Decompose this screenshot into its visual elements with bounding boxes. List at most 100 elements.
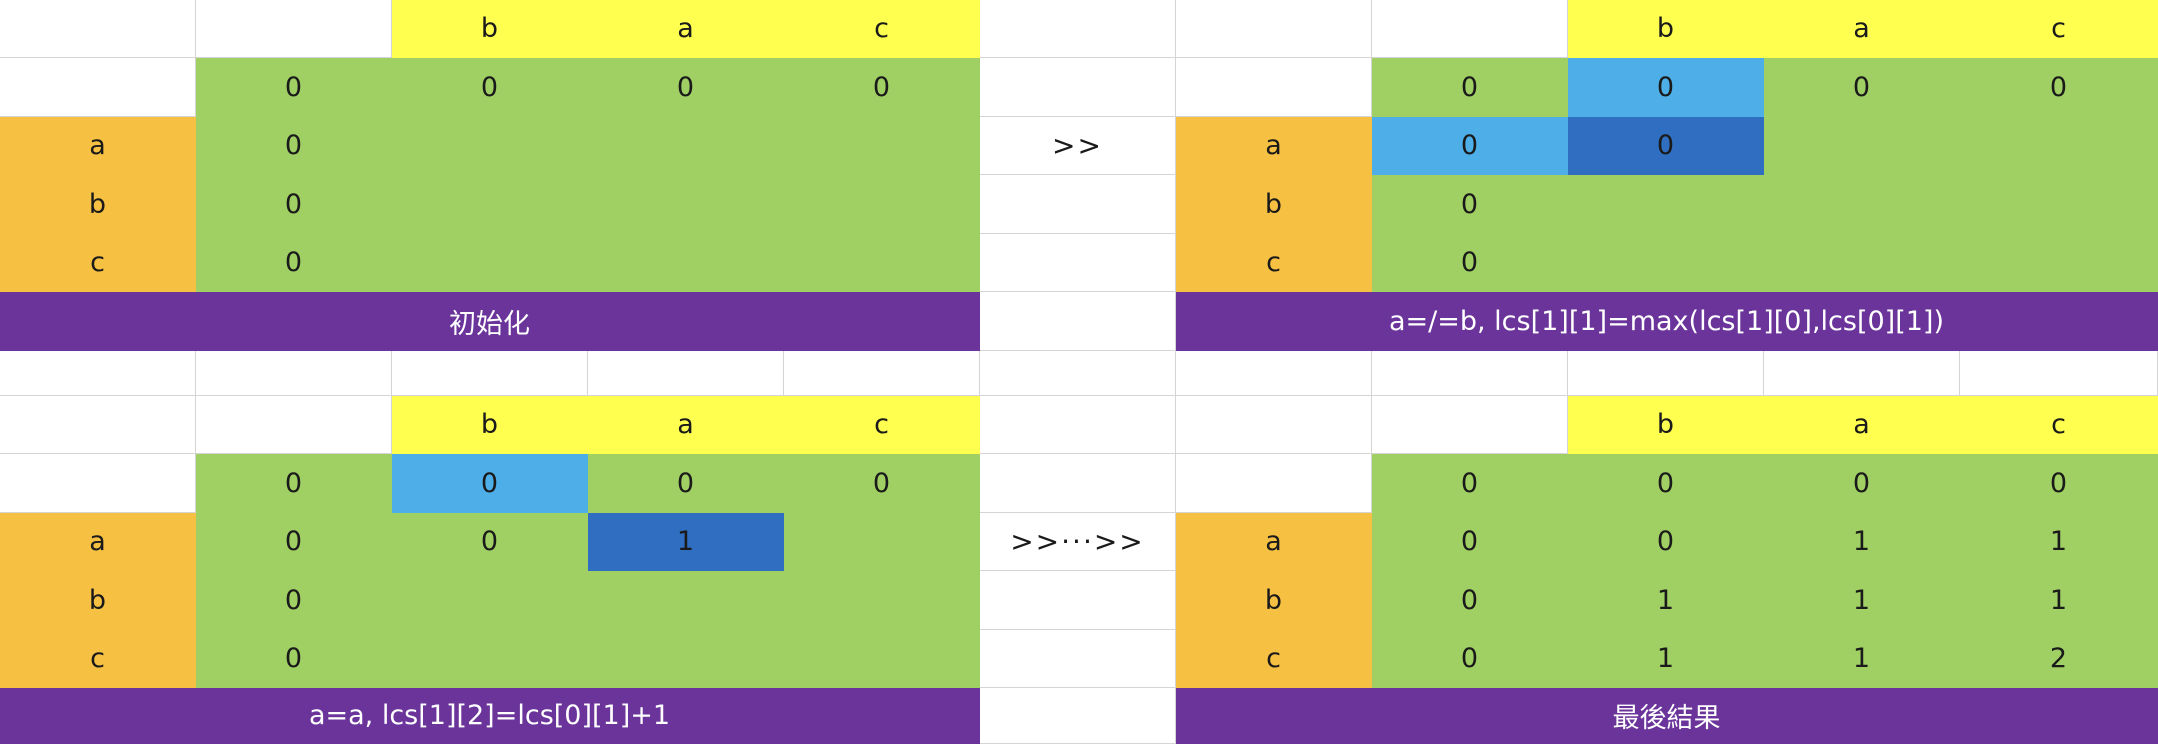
bottom-left-cell[interactable]: [784, 571, 980, 630]
top-right-caption[interactable]: a=/=b, lcs[1][1]=max(lcs[1][0],lcs[0][1]…: [1176, 292, 2158, 351]
top-right-row-label-b[interactable]: b: [1176, 175, 1372, 234]
top-left-cell[interactable]: [784, 117, 980, 175]
bottom-left-cell[interactable]: 0: [196, 513, 392, 571]
bottom-left-zero-cell[interactable]: 0: [588, 454, 784, 513]
bottom-left-row-label-b[interactable]: b: [0, 571, 196, 630]
bottom-right-cell[interactable]: 1: [1764, 630, 1960, 688]
bottom-right-cell[interactable]: 0: [1372, 630, 1568, 688]
top-left-zero-cell[interactable]: 0: [588, 58, 784, 117]
bottom-right-cell[interactable]: 0: [1372, 571, 1568, 630]
grid-cell[interactable]: [196, 396, 392, 454]
top-left-cell[interactable]: [392, 234, 588, 292]
top-left-cell[interactable]: [588, 117, 784, 175]
grid-cell[interactable]: [980, 396, 1176, 454]
bottom-right-zero-cell[interactable]: 0: [1960, 454, 2158, 513]
top-left-cell[interactable]: 0: [196, 175, 392, 234]
top-left-cell[interactable]: [588, 234, 784, 292]
bottom-right-caption[interactable]: 最後結果: [1176, 688, 2158, 744]
top-right-cell[interactable]: 0: [1372, 175, 1568, 234]
bottom-right-cell[interactable]: 0: [1568, 513, 1764, 571]
top-right-cell[interactable]: [1960, 117, 2158, 175]
bottom-left-row-label-a[interactable]: a: [0, 513, 196, 571]
bottom-right-col-header-b[interactable]: b: [1568, 396, 1764, 454]
grid-cell[interactable]: [1960, 351, 2158, 396]
grid-cell[interactable]: [1764, 351, 1960, 396]
grid-cell[interactable]: [1372, 0, 1568, 58]
top-left-cell[interactable]: 0: [196, 234, 392, 292]
grid-cell[interactable]: [0, 351, 196, 396]
grid-cell[interactable]: [784, 351, 980, 396]
top-right-cell[interactable]: [1568, 175, 1764, 234]
top-left-cell[interactable]: 0: [196, 117, 392, 175]
top-left-col-header-a[interactable]: a: [588, 0, 784, 58]
grid-cell[interactable]: [980, 58, 1176, 117]
bottom-left-cell[interactable]: [784, 513, 980, 571]
grid-cell[interactable]: [1176, 0, 1372, 58]
bottom-right-zero-cell[interactable]: 0: [1372, 454, 1568, 513]
grid-cell[interactable]: [392, 351, 588, 396]
top-right-cell[interactable]: [1568, 234, 1764, 292]
top-left-col-header-b[interactable]: b: [392, 0, 588, 58]
bottom-left-cell[interactable]: [588, 571, 784, 630]
bottom-left-zero-cell[interactable]: 0: [784, 454, 980, 513]
top-left-cell[interactable]: [392, 117, 588, 175]
bottom-right-row-label-c[interactable]: c: [1176, 630, 1372, 688]
bottom-right-cell[interactable]: 1: [1568, 571, 1764, 630]
grid-cell[interactable]: [1176, 454, 1372, 513]
top-right-cell[interactable]: [1764, 175, 1960, 234]
top-left-zero-cell[interactable]: 0: [392, 58, 588, 117]
grid-cell[interactable]: [1176, 58, 1372, 117]
top-right-row-label-a[interactable]: a: [1176, 117, 1372, 175]
top-right-col-header-b[interactable]: b: [1568, 0, 1764, 58]
bottom-right-cell[interactable]: 1: [1568, 630, 1764, 688]
top-left-col-header-c[interactable]: c: [784, 0, 980, 58]
step-arrow-top[interactable]: >>: [980, 117, 1176, 175]
grid-cell[interactable]: [196, 351, 392, 396]
bottom-left-zero-cell-highlight[interactable]: 0: [392, 454, 588, 513]
top-left-zero-cell[interactable]: 0: [196, 58, 392, 117]
bottom-left-cell[interactable]: [392, 630, 588, 688]
grid-cell[interactable]: [0, 454, 196, 513]
bottom-left-cell[interactable]: [784, 630, 980, 688]
grid-cell[interactable]: [1372, 351, 1568, 396]
bottom-left-col-header-a[interactable]: a: [588, 396, 784, 454]
top-right-zero-cell[interactable]: 0: [1960, 58, 2158, 117]
bottom-right-cell[interactable]: 1: [1960, 513, 2158, 571]
grid-cell[interactable]: [0, 396, 196, 454]
bottom-right-cell[interactable]: 1: [1960, 571, 2158, 630]
bottom-right-cell[interactable]: 1: [1764, 571, 1960, 630]
bottom-right-cell[interactable]: 2: [1960, 630, 2158, 688]
bottom-left-cell[interactable]: 0: [392, 513, 588, 571]
top-right-cell[interactable]: [1764, 117, 1960, 175]
top-right-row-label-c[interactable]: c: [1176, 234, 1372, 292]
grid-cell[interactable]: [980, 234, 1176, 292]
bottom-left-zero-cell[interactable]: 0: [196, 454, 392, 513]
bottom-right-row-label-b[interactable]: b: [1176, 571, 1372, 630]
top-right-cell[interactable]: [1764, 234, 1960, 292]
top-right-zero-cell-highlight[interactable]: 0: [1568, 58, 1764, 117]
top-left-row-label-b[interactable]: b: [0, 175, 196, 234]
grid-cell[interactable]: [980, 0, 1176, 58]
top-right-cell[interactable]: [1960, 234, 2158, 292]
top-right-cell[interactable]: [1960, 175, 2158, 234]
grid-cell[interactable]: [1568, 351, 1764, 396]
grid-cell[interactable]: [980, 351, 1176, 396]
bottom-right-row-label-a[interactable]: a: [1176, 513, 1372, 571]
top-left-cell[interactable]: [784, 234, 980, 292]
bottom-left-caption[interactable]: a=a, lcs[1][2]=lcs[0][1]+1: [0, 688, 980, 744]
grid-cell[interactable]: [980, 454, 1176, 513]
bottom-left-row-label-c[interactable]: c: [0, 630, 196, 688]
grid-cell[interactable]: [0, 0, 196, 58]
top-right-cell-current[interactable]: 0: [1568, 117, 1764, 175]
bottom-right-col-header-c[interactable]: c: [1960, 396, 2158, 454]
grid-cell[interactable]: [1372, 396, 1568, 454]
grid-cell[interactable]: [588, 351, 784, 396]
top-right-zero-cell[interactable]: 0: [1372, 58, 1568, 117]
grid-cell[interactable]: [980, 292, 1176, 351]
top-left-cell[interactable]: [784, 175, 980, 234]
top-right-col-header-a[interactable]: a: [1764, 0, 1960, 58]
top-left-row-label-c[interactable]: c: [0, 234, 196, 292]
grid-cell[interactable]: [1176, 351, 1372, 396]
top-left-row-label-a[interactable]: a: [0, 117, 196, 175]
bottom-left-cell[interactable]: [588, 630, 784, 688]
